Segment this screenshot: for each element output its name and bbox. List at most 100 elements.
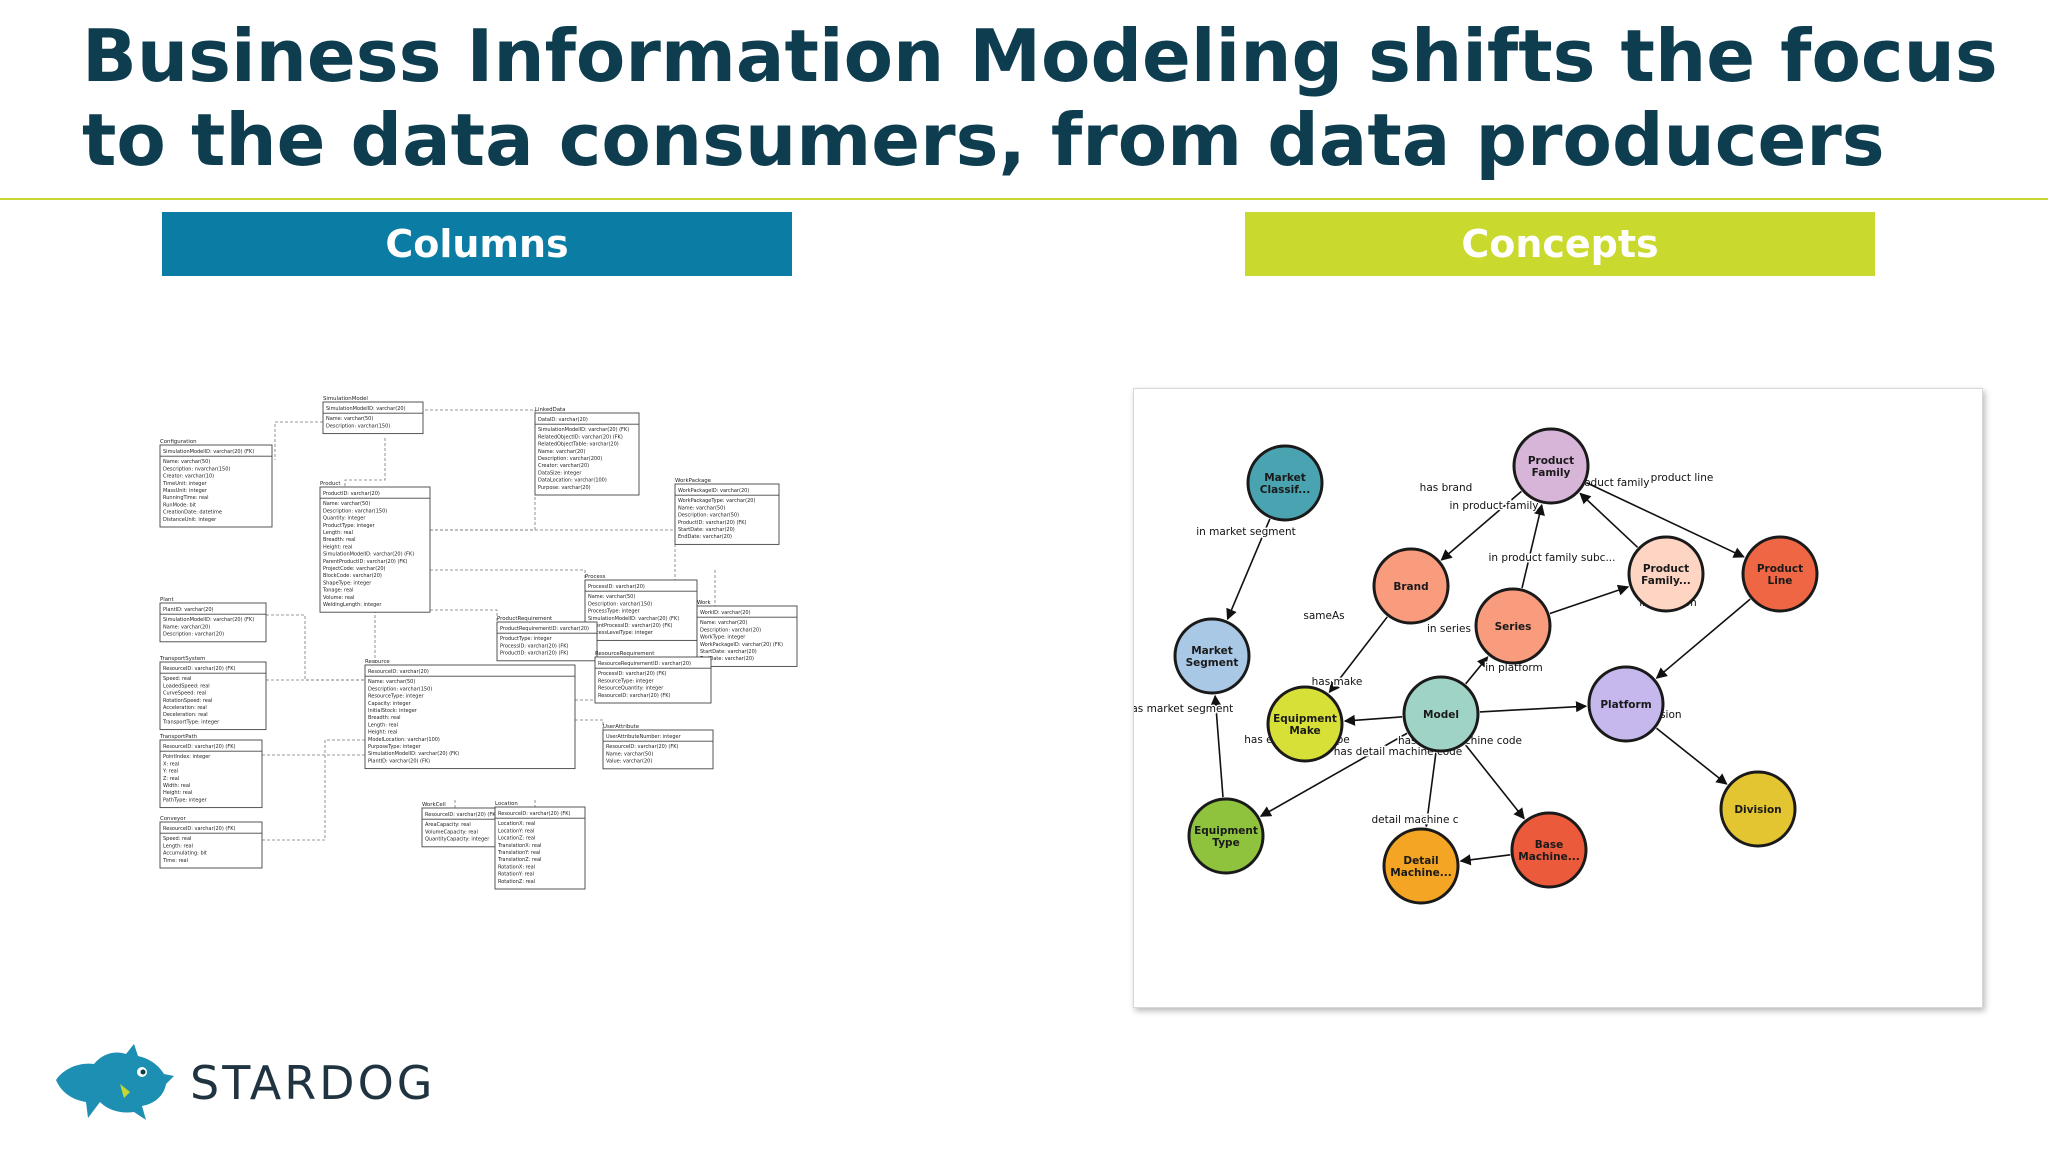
graph-edge: has market segment [1134,694,1235,798]
graph-edge: in product family [1448,499,1545,589]
graph-edge-arrow [1585,481,1745,558]
graph-edge-arrow [1328,616,1388,694]
er-field: WorkPackageType: varchar(20) [678,498,755,504]
graph-node-label: Make [1289,725,1320,737]
graph-edge: product line [1585,471,1745,558]
er-field: Z: real [163,776,179,782]
er-field: InitialStock: integer [368,708,418,714]
er-field: Name: varchar(20) [538,449,585,455]
er-relationship-line [344,438,386,487]
er-table-name: WorkCell [422,802,446,808]
graph-node-circle [1587,665,1665,743]
er-field: Description: nvarchar(150) [163,466,230,472]
er-table-name: Configuration [160,439,197,445]
er-table-name: Work [697,600,712,606]
graph-node-series[interactable]: Series [1474,587,1552,665]
er-field: LoadedSpeed: real [163,683,210,689]
graph-node-market-classif[interactable]: MarketClassif... [1246,444,1324,522]
er-table-name: ResourceRequirement [595,651,654,657]
graph-node-base-machine[interactable]: BaseMachine... [1510,811,1588,889]
er-field: CreationDate: datetime [163,510,222,516]
er-table-box [594,656,712,704]
er-field: LocationY: real [498,828,534,834]
er-primary-key: WorkID: varchar(20) [700,610,751,616]
er-field: ProductID: varchar(20) (FK) [500,651,569,657]
stardog-logo-icon [56,1044,174,1120]
graph-node-detail-machine[interactable]: DetailMachine... [1382,827,1460,905]
er-primary-key: ResourceID: varchar(20) (FK) [163,666,235,672]
er-primary-key: ResourceID: varchar(20) (FK) [498,811,570,817]
er-table-name: TransportPath [159,734,197,740]
er-field: Purpose: varchar(20) [538,485,591,491]
er-field: Description: varchar(20) [163,632,224,638]
graph-node-label: Line [1768,575,1793,587]
er-field: RotationY: real [498,872,534,878]
graph-node-division[interactable]: Division [1719,770,1797,848]
er-field: ProductType: integer [323,523,376,529]
er-field: WeldingLength: integer [323,602,382,608]
er-table-name: Product [320,481,340,487]
er-field: Height: real [323,544,352,550]
graph-node-label: Base [1535,839,1563,851]
er-relationship-line [425,409,536,440]
graph-node-product-family-sub[interactable]: ProductFamily... [1627,535,1705,613]
graph-node-circle [1512,427,1590,505]
graph-edge-label: has make [1312,676,1363,688]
er-field: Name: varchar(20) [163,624,210,630]
er-table-name: LinkedData [535,407,565,413]
graph-edge-label: in product family subc... [1489,552,1616,564]
graph-node-label: Product [1643,563,1689,575]
er-field: ModelLocation: varchar(100) [368,737,440,743]
graph-edge-label: has market segment [1134,703,1233,715]
graph-edge-arrow [1343,714,1403,726]
er-field: ResourceQuantity: integer [598,686,664,692]
graph-node-circle [1246,444,1324,522]
er-field: Name: varchar(50) [323,501,370,507]
graph-edge: has brand [1418,481,1522,561]
stardog-brand: STARDOG [190,1056,436,1110]
er-table-name: Process [585,574,606,580]
er-field: Breadth: real [368,715,401,721]
er-field: Description: varchar(150) [323,508,387,514]
graph-node-label: Machine... [1518,851,1579,863]
er-field: Length: real [323,530,353,536]
er-field: ResourceID: varchar(20) (FK) [598,693,670,699]
graph-node-circle [1187,797,1265,875]
graph-node-label: Equipment [1194,825,1258,837]
er-field: RelatedObjectTable: varchar(20) [538,442,619,448]
er-field: LocationX: real [498,821,535,827]
er-field: Acceleration: real [163,705,207,711]
graph-node-circle [1382,827,1460,905]
er-field: StartDate: varchar(20) [700,649,757,655]
graph-edge-label: product line [1651,472,1714,484]
graph-edge-arrow [1655,598,1751,679]
er-field: ProcessID: varchar(20) (FK) [500,643,569,649]
er-table-box [322,401,424,435]
graph-node-model[interactable]: Model [1402,675,1480,753]
er-relationship-line [274,421,323,460]
er-field: Name: varchar(50) [368,679,415,685]
slide-title: Business Information Modeling shifts the… [82,14,1998,182]
er-field: RotationSpeed: real [163,698,212,704]
er-primary-key: UserAttributeNumber: integer [606,734,682,740]
er-field: Speed: real [163,836,191,842]
er-primary-key: ProcessID: varchar(20) [588,584,645,590]
graph-node-platform[interactable]: Platform [1587,665,1665,743]
graph-edge-label: has brand [1420,482,1473,494]
graph-node-brand[interactable]: Brand [1372,547,1450,625]
graph-node-label: Product [1528,455,1574,467]
er-relationship-line [262,739,365,841]
er-field: Height: real [163,790,192,796]
er-field: Capacity: integer [368,701,412,707]
